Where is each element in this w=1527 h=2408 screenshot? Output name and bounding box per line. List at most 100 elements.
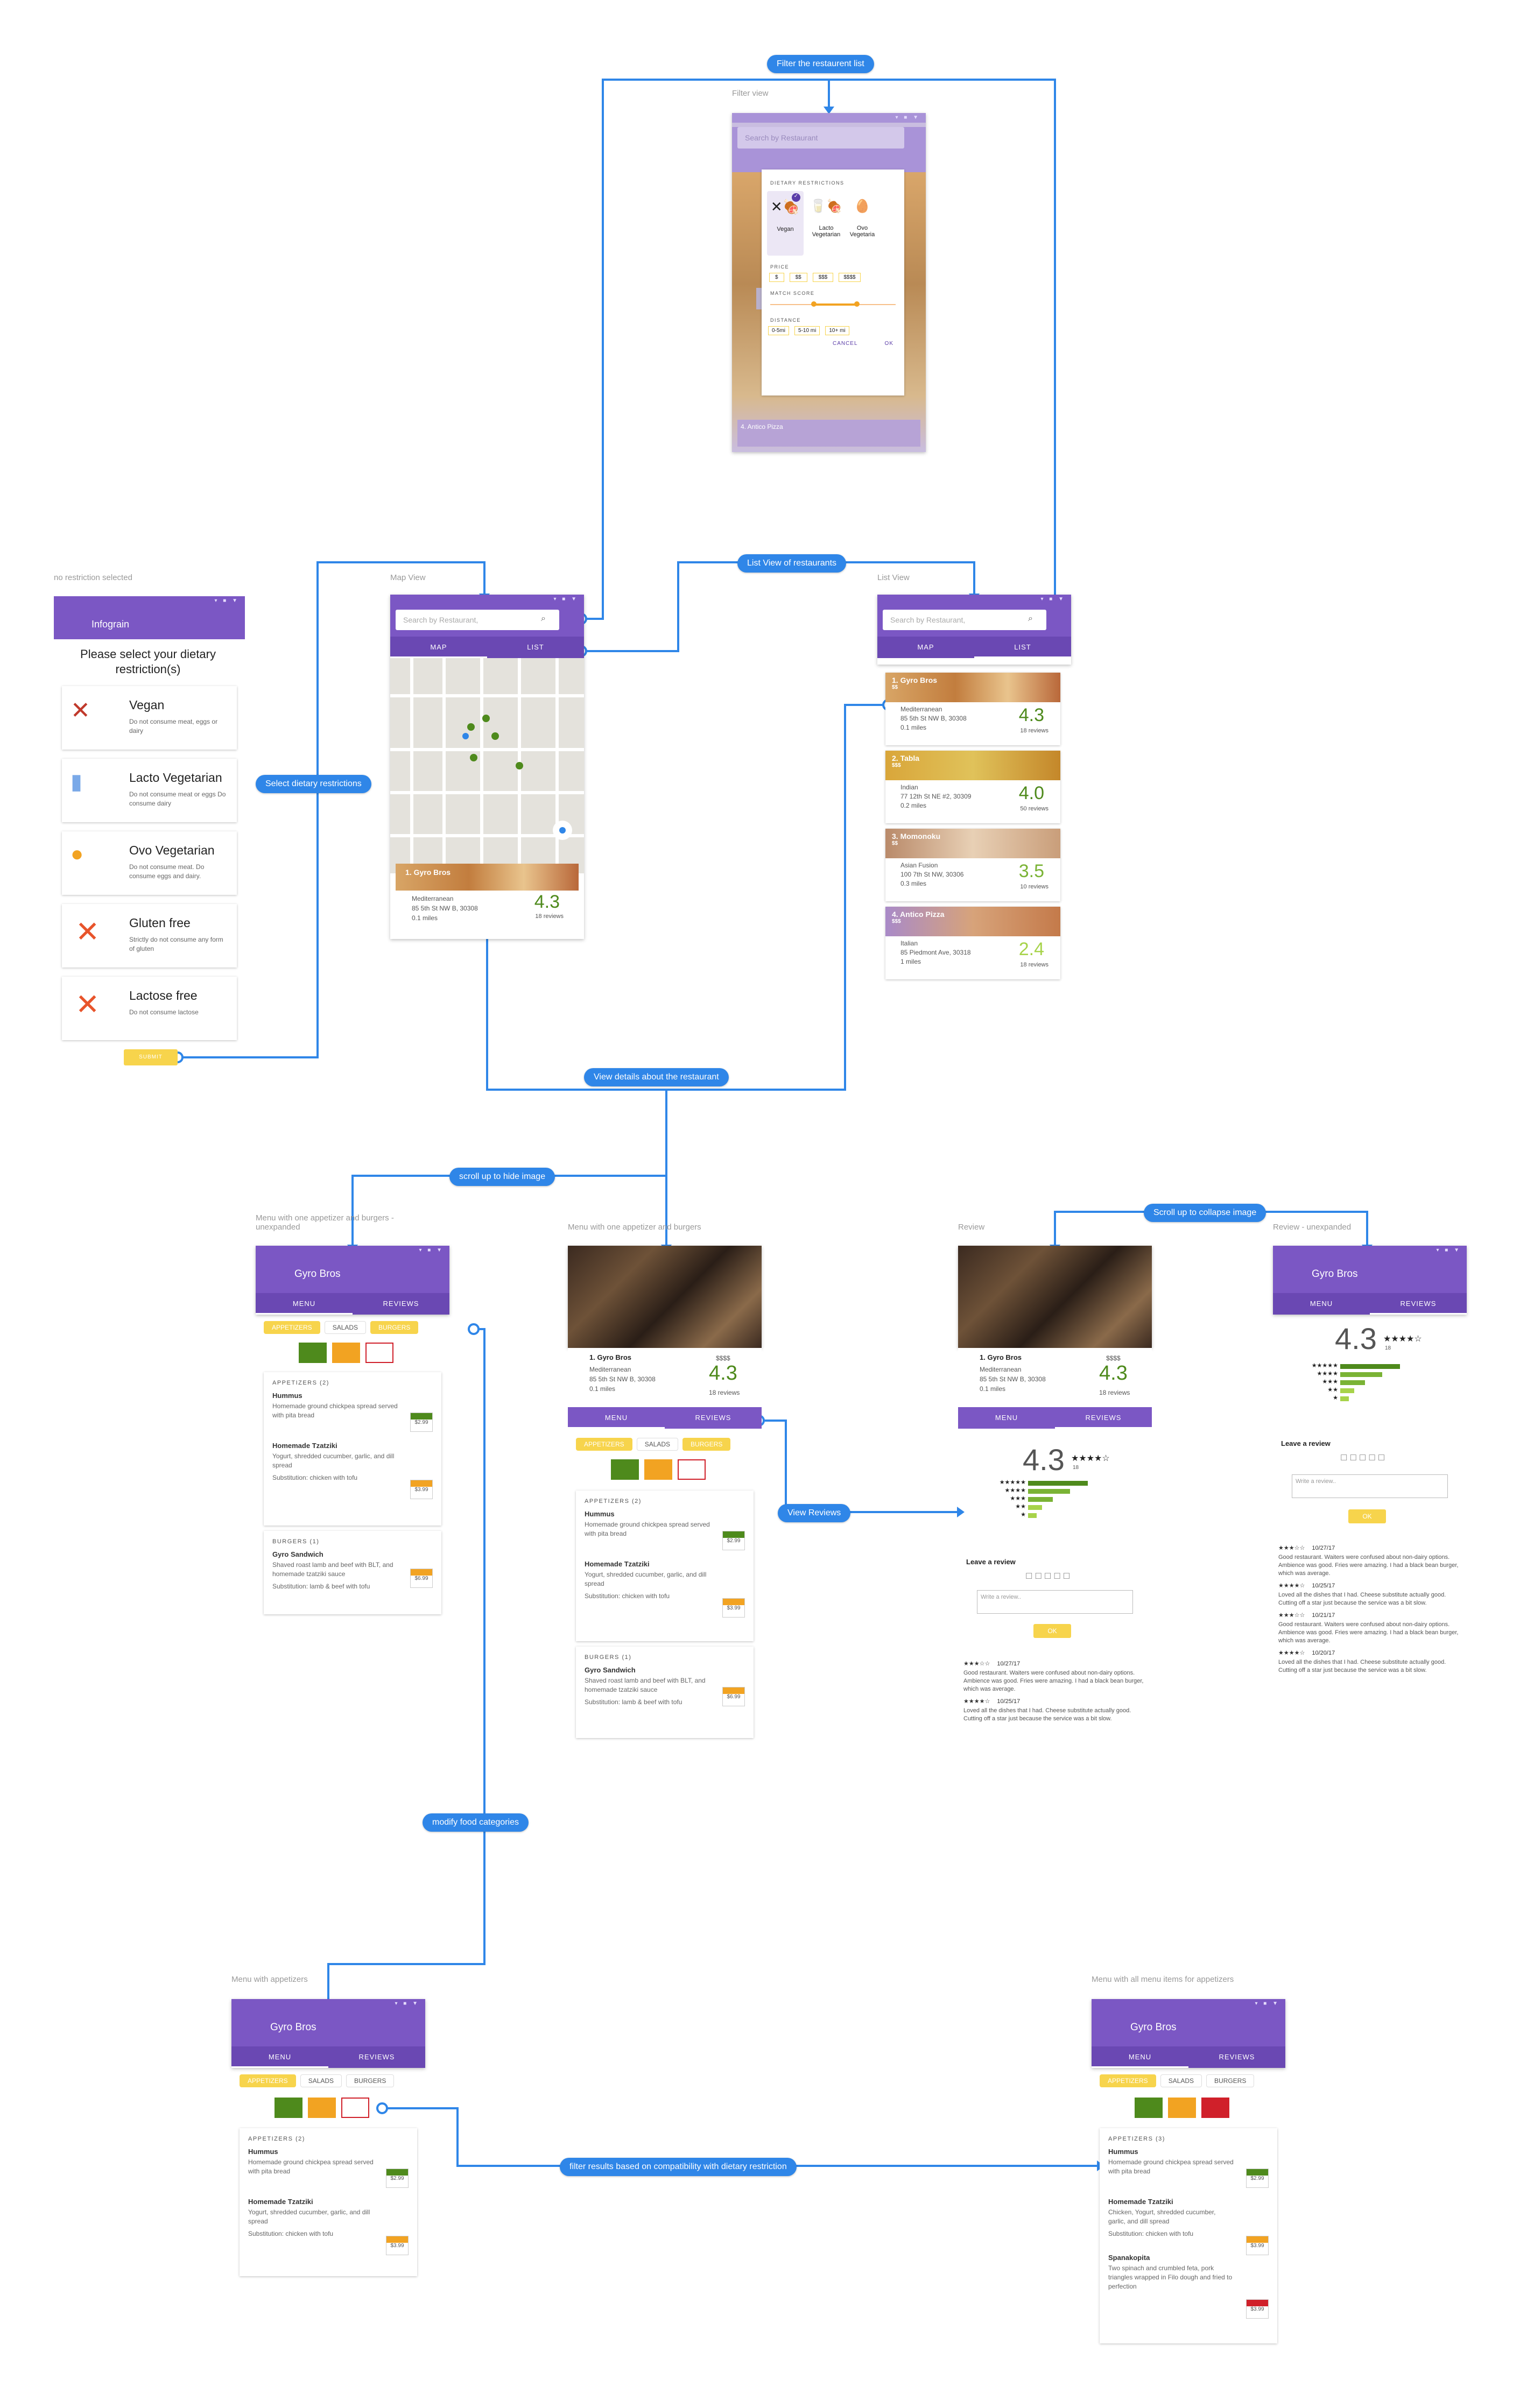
distance-3[interactable]: 10+ mi <box>825 326 849 335</box>
list-item[interactable]: 3. Momonoku$$ Asian Fusion 100 7th St NW… <box>885 829 1060 901</box>
tab-reviews[interactable]: REVIEWS <box>358 2053 395 2061</box>
tab-menu[interactable]: MENU <box>995 1414 1018 1422</box>
rating-bars: ★★★★★★★★★★★★★★★ <box>985 1479 1103 1519</box>
category-chips: APPETIZERS SALADS BURGERS <box>240 2074 398 2087</box>
chip-salads[interactable]: SALADS <box>636 1438 679 1451</box>
tab-reviews[interactable]: REVIEWS <box>383 1300 419 1308</box>
milk-crossed-icon: ✕ <box>75 988 100 1021</box>
tab-menu[interactable]: MENU <box>1310 1300 1333 1308</box>
caption-menu-all: Menu with all menu items for appetizers <box>1092 1975 1234 1984</box>
app-title: Gyro Bros <box>1130 2022 1177 2033</box>
wheat-crossed-icon: ✕ <box>75 916 100 948</box>
tab-list[interactable]: LIST <box>974 637 1071 658</box>
search-input[interactable]: Search by Restaurant, <box>396 610 559 630</box>
review-ok-button[interactable]: OK <box>1348 1509 1386 1523</box>
filter-behind-item: 4. Antico Pizza <box>737 420 920 447</box>
category-chips: APPETIZERS SALADS BURGERS <box>1100 2074 1258 2087</box>
chip-appetizers[interactable]: APPETIZERS <box>1100 2074 1156 2087</box>
tab-menu[interactable]: MENU <box>256 1293 353 1315</box>
tab-list[interactable]: LIST <box>527 643 544 651</box>
legend-green[interactable] <box>299 1343 327 1363</box>
map[interactable] <box>390 658 584 873</box>
tab-reviews[interactable]: REVIEWS <box>1370 1293 1467 1315</box>
tab-menu[interactable]: MENU <box>1092 2046 1188 2068</box>
menu-header: ▾ ■ ▼ Gyro Bros MENU REVIEWS <box>1092 1999 1285 2068</box>
review-list: ★★★☆☆ 10/27/17 Good restaurant. Waiters … <box>1278 1545 1459 1673</box>
chip-burgers[interactable]: BURGERS <box>1206 2074 1255 2087</box>
review-stars-input[interactable]: ☐☐☐☐☐ <box>1340 1453 1388 1463</box>
app-title: Gyro Bros <box>1312 1268 1358 1280</box>
tab-reviews[interactable]: REVIEWS <box>695 1414 731 1422</box>
flow-label-scroll-collapse: Scroll up to collapse image <box>1144 1204 1266 1222</box>
caption-review-unexpanded: Review - unexpanded <box>1273 1223 1352 1232</box>
tab-menu[interactable]: MENU <box>231 2046 328 2068</box>
chip-appetizers[interactable]: APPETIZERS <box>240 2074 296 2087</box>
tab-reviews[interactable]: REVIEWS <box>1055 1407 1152 1429</box>
price-1[interactable]: $ <box>769 273 784 282</box>
restriction-card-gluten[interactable]: ✕ Gluten free Strictly do not consume an… <box>62 904 237 968</box>
review-input[interactable]: Write a review.. <box>1292 1474 1448 1498</box>
review-header: ▾ ■ ▼ Gyro Bros MENU REVIEWS <box>1273 1246 1467 1315</box>
list-item[interactable]: 1. Gyro Bros$$ Mediterranean 85 5th St N… <box>885 673 1060 745</box>
price-4[interactable]: $$$$ <box>839 273 861 282</box>
restriction-card-lacto[interactable]: ▮ Lacto Vegetarian Do not consume meat o… <box>62 759 237 822</box>
rating-stars: ★★★★☆ <box>1071 1454 1110 1463</box>
caption-menu-appetizers: Menu with appetizers <box>231 1975 308 1984</box>
chip-burgers[interactable]: BURGERS <box>346 2074 395 2087</box>
review-ok-button[interactable]: OK <box>1033 1624 1071 1638</box>
rating-bar-2 <box>1028 1505 1042 1510</box>
chip-salads[interactable]: SALADS <box>324 1321 367 1334</box>
chip-salads[interactable]: SALADS <box>1160 2074 1202 2087</box>
distance-1[interactable]: 0-5mi <box>768 326 790 335</box>
legend-orange[interactable] <box>332 1343 360 1363</box>
restriction-appbar: ▾ ■ ▼ Infograin <box>54 596 245 639</box>
price-3[interactable]: $$$ <box>812 273 834 282</box>
match-score-slider[interactable] <box>770 299 896 310</box>
list-item[interactable]: 4. Antico Pizza$$$ Italian 85 Piedmont A… <box>885 907 1060 979</box>
chip-appetizers[interactable]: APPETIZERS <box>576 1438 632 1451</box>
search-icon: ⌕ <box>1028 614 1033 623</box>
tab-map[interactable]: MAP <box>390 637 487 658</box>
review-stars-input[interactable]: ☐☐☐☐☐ <box>1025 1572 1073 1581</box>
compatibility-legend <box>299 1343 399 1363</box>
restriction-card-lactose[interactable]: ✕ Lactose free Do not consume lactose <box>62 977 237 1040</box>
submit-button[interactable]: SUBMIT <box>124 1049 178 1065</box>
rating-bars: ★★★★★★★★★★★★★★★ <box>1297 1362 1416 1402</box>
flow-label-modify-categories: modify food categories <box>423 1813 529 1832</box>
rating-stars: ★★★★☆ <box>1383 1334 1422 1344</box>
restaurant-photo <box>958 1246 1152 1348</box>
filter-screen: ▾ ■ ▼ Search by Restaurant 4. Antico Piz… <box>732 113 926 452</box>
chip-burgers[interactable]: BURGERS <box>682 1438 731 1451</box>
filter-option-lacto[interactable]: 🥛🍖 Lacto Vegetarian <box>810 199 842 238</box>
price-2[interactable]: $$ <box>789 273 807 282</box>
legend-red[interactable] <box>365 1343 393 1363</box>
restriction-card-ovo[interactable]: ● Ovo Vegetarian Do not consume meat. Do… <box>62 831 237 895</box>
flow-label-view-details: View details about the restaurant <box>584 1068 729 1086</box>
chip-appetizers[interactable]: APPETIZERS <box>264 1321 320 1334</box>
check-icon: ✓ <box>792 193 800 202</box>
list-item[interactable]: 2. Tabla$$$ Indian 77 12th St NE #2, 303… <box>885 751 1060 823</box>
appetizers-section: APPETIZERS (2) Hummus Homemade ground ch… <box>240 2128 417 2276</box>
filter-option-vegan[interactable]: ✕🍖 Vegan ✓ <box>767 191 804 256</box>
flow-label-scroll-hide: scroll up to hide image <box>449 1168 555 1186</box>
distance-2[interactable]: 5-10 mi <box>794 326 820 335</box>
menu-header: ▾ ■ ▼ Gyro Bros MENU REVIEWS <box>231 1999 425 2068</box>
ok-button[interactable]: OK <box>884 341 893 347</box>
filter-search-input[interactable]: Search by Restaurant <box>737 127 904 149</box>
tab-reviews[interactable]: REVIEWS <box>1219 2053 1255 2061</box>
appetizers-section: APPETIZERS (2) Hummus Homemade ground ch… <box>264 1372 441 1526</box>
chip-salads[interactable]: SALADS <box>300 2074 342 2087</box>
map-restaurant-card[interactable]: Mediterranean 85 5th St NW B, 30308 0.1 … <box>396 891 579 934</box>
search-input[interactable]: Search by Restaurant, <box>883 610 1046 630</box>
flow-label-select-dietary: Select dietary restrictions <box>256 775 371 793</box>
tab-menu[interactable]: MENU <box>568 1407 665 1429</box>
chip-burgers[interactable]: BURGERS <box>370 1321 419 1334</box>
cancel-button[interactable]: CANCEL <box>832 341 858 347</box>
review-input[interactable]: Write a review.. <box>977 1590 1133 1614</box>
filter-option-ovo[interactable]: 🥚 Ovo Vegetaria <box>849 199 875 238</box>
tab-map[interactable]: MAP <box>917 643 934 651</box>
restriction-card-vegan[interactable]: ✕ Vegan Do not consume meat, eggs or dai… <box>62 686 237 750</box>
flow-label-view-reviews: View Reviews <box>778 1504 851 1522</box>
filter-dialog: DIETARY RESTRICTIONS ✕🍖 Vegan ✓ 🥛🍖 Lacto… <box>762 170 904 396</box>
